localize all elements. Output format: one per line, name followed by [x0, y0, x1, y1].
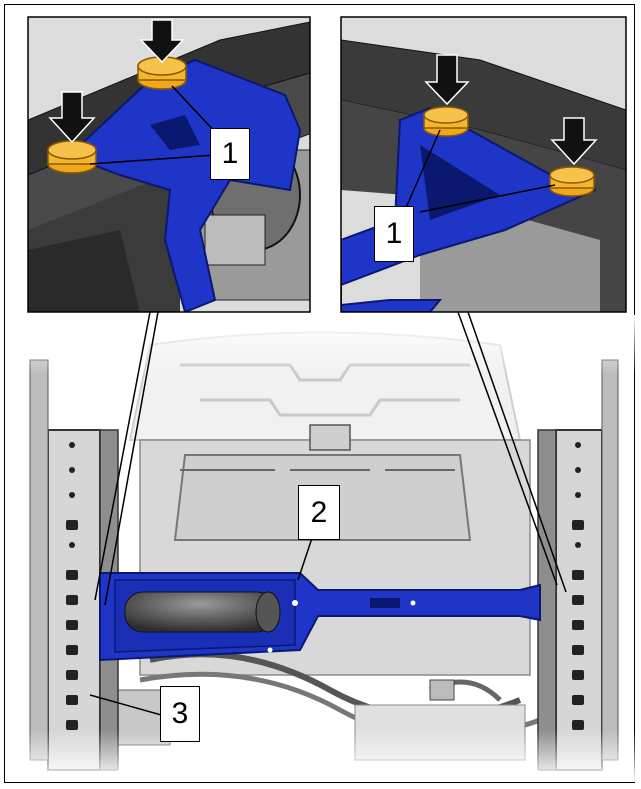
- nut: [137, 56, 187, 90]
- inset-leaders: [89, 311, 567, 719]
- callout-1-left: 1: [210, 128, 250, 180]
- down-arrow-icon: [48, 91, 96, 144]
- callout-1-right: 1: [374, 206, 414, 262]
- right-inset: [340, 16, 627, 313]
- down-arrow-icon: [550, 117, 598, 166]
- blue-bracket: [99, 572, 541, 662]
- main-scene: [6, 315, 635, 782]
- rail-holes: [66, 442, 584, 730]
- nut: [423, 106, 469, 137]
- nut: [549, 166, 595, 197]
- callout-2: 2: [298, 485, 340, 540]
- down-arrow-icon: [424, 54, 470, 106]
- down-arrow-icon: [139, 19, 185, 64]
- nut: [47, 140, 97, 174]
- left-inset: [27, 16, 311, 313]
- callout-3: 3: [160, 686, 200, 742]
